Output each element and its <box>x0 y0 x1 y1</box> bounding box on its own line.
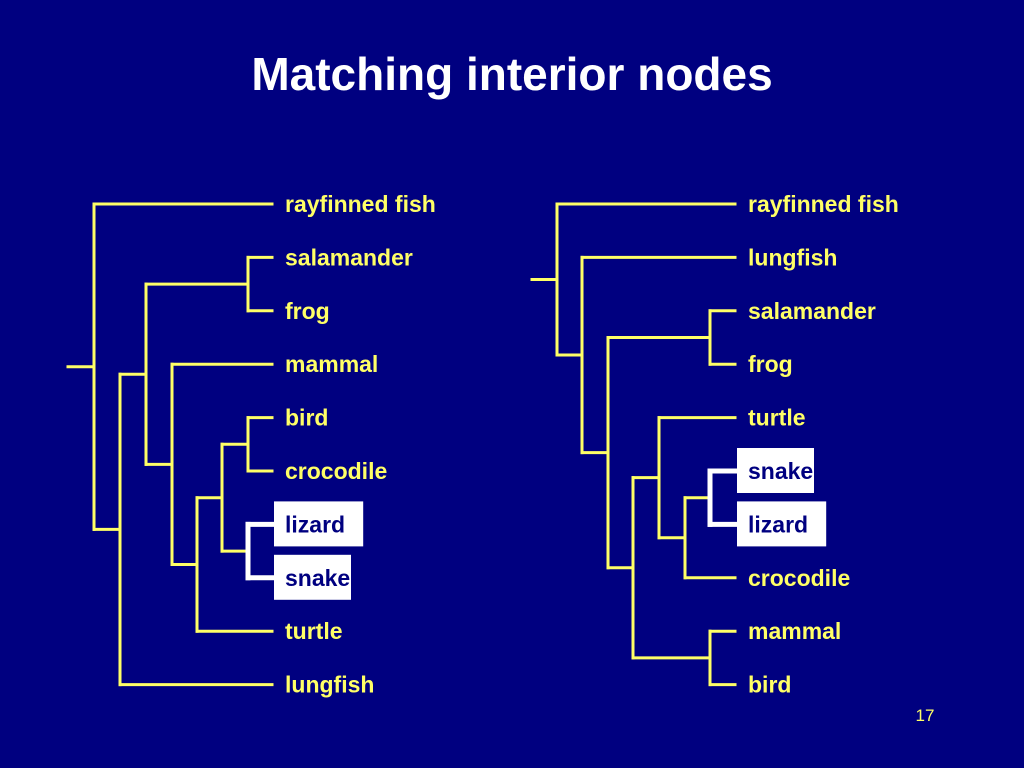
right-leaf-label: lizard <box>748 511 808 537</box>
right-leaf-label: mammal <box>748 618 841 644</box>
left-leaf-label: turtle <box>285 618 343 644</box>
left-leaf-label: lizard <box>285 511 345 537</box>
left-leaf-label: mammal <box>285 351 378 377</box>
right-leaf-label: salamander <box>748 298 876 324</box>
page-number: 17 <box>915 706 935 725</box>
left-highlight-box-lizard <box>274 501 364 547</box>
right-leaf-label: lungfish <box>748 244 837 270</box>
right-leaf-label: bird <box>748 672 791 698</box>
right-highlight-box-snake <box>737 448 814 493</box>
right-leaf-label: crocodile <box>748 565 850 591</box>
left-leaf-label: lungfish <box>285 672 374 698</box>
left-leaf-label: crocodile <box>285 458 387 484</box>
right-leaf-label: rayfinned fish <box>748 191 899 217</box>
right-leaf-label: frog <box>748 351 793 377</box>
right-leaf-label: snake <box>748 458 813 484</box>
left-leaf-label: bird <box>285 405 328 431</box>
left-highlight-box-snake <box>274 554 351 600</box>
right-leaf-label: turtle <box>748 405 806 431</box>
left-leaf-label: snake <box>285 565 350 591</box>
left-leaf-label: rayfinned fish <box>285 191 436 217</box>
slide-title: Matching interior nodes <box>251 48 773 100</box>
right-highlight-box-lizard <box>737 501 827 547</box>
left-leaf-label: frog <box>285 298 330 324</box>
left-leaf-label: salamander <box>285 244 413 270</box>
